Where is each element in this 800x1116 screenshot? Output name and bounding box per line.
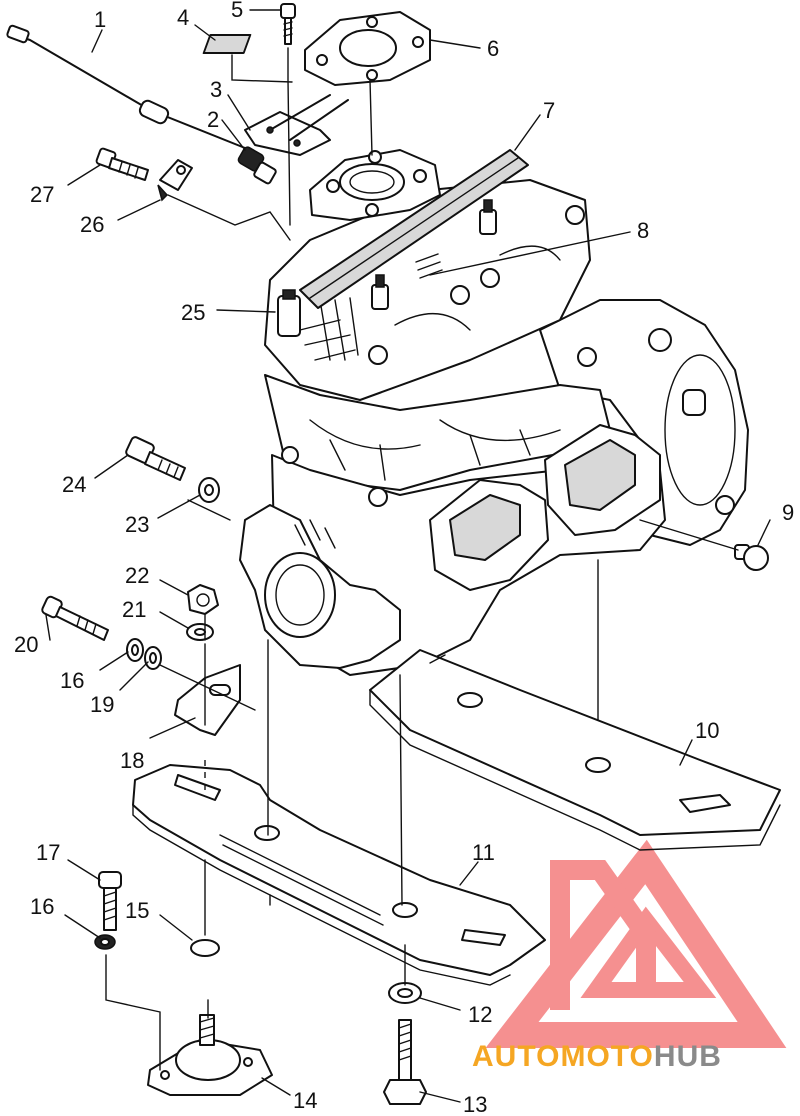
ring-terminal-icon bbox=[157, 159, 193, 202]
callout-21: 21 bbox=[122, 597, 146, 622]
callout-8: 8 bbox=[637, 218, 649, 243]
callout-17: 17 bbox=[36, 840, 60, 865]
callout-25: 25 bbox=[181, 300, 205, 325]
washer-icon bbox=[388, 982, 422, 1004]
bolt-icon bbox=[41, 595, 109, 641]
bracket-icon bbox=[174, 664, 241, 736]
screw-icon bbox=[95, 147, 149, 181]
callout-13: 13 bbox=[463, 1092, 487, 1116]
decal-icon bbox=[202, 34, 252, 54]
spark-plug-icon bbox=[371, 274, 389, 310]
engine-assembly bbox=[239, 149, 749, 676]
gasket-icon bbox=[304, 11, 431, 86]
callout-16-upper: 16 bbox=[60, 668, 84, 693]
bolt-icon bbox=[383, 1019, 427, 1105]
engine-plate-11 bbox=[132, 764, 546, 986]
assembly-lines bbox=[105, 47, 739, 1071]
bolt-icon bbox=[98, 871, 122, 931]
callout-12: 12 bbox=[468, 1002, 492, 1027]
callout-9: 9 bbox=[782, 500, 794, 525]
callout-11: 11 bbox=[472, 840, 495, 865]
spark-plug-icon bbox=[479, 199, 497, 235]
washer-icon bbox=[198, 477, 220, 503]
callout-5: 5 bbox=[231, 0, 243, 22]
callout-16-lower: 16 bbox=[30, 894, 54, 919]
callout-19: 19 bbox=[90, 692, 114, 717]
callout-20: 20 bbox=[14, 632, 38, 657]
callout-4: 4 bbox=[177, 5, 189, 30]
callout-6: 6 bbox=[487, 36, 499, 61]
engine-plate-10 bbox=[369, 649, 781, 851]
callout-2: 2 bbox=[207, 107, 219, 132]
bolt-icon bbox=[125, 436, 186, 481]
washer-icon bbox=[144, 646, 162, 670]
callouts: 1 2 3 4 5 6 7 8 9 10 11 12 13 14 15 16 1… bbox=[14, 0, 794, 1116]
callout-3: 3 bbox=[210, 77, 222, 102]
callout-10: 10 bbox=[695, 718, 719, 743]
callout-15: 15 bbox=[125, 898, 149, 923]
watermark-brand: AUTOMOTOHUB bbox=[472, 1040, 722, 1073]
nut-icon bbox=[187, 584, 219, 615]
callout-18: 18 bbox=[120, 748, 144, 773]
callout-7: 7 bbox=[543, 98, 555, 123]
watermark-logo-icon bbox=[485, 839, 787, 1048]
leader-lines bbox=[45, 9, 771, 1103]
callout-24: 24 bbox=[62, 472, 86, 497]
engine-mount-icon bbox=[147, 1014, 273, 1096]
callout-14: 14 bbox=[293, 1088, 317, 1113]
callout-1: 1 bbox=[94, 7, 106, 32]
callout-22: 22 bbox=[125, 563, 149, 588]
bolt-icon bbox=[280, 3, 296, 45]
watermark-brand-text: AUTOMOTOHUB bbox=[472, 1040, 722, 1073]
washer-icon bbox=[190, 939, 220, 957]
fitting-icon bbox=[237, 146, 277, 185]
plug-icon bbox=[734, 544, 769, 571]
bracket-icon bbox=[244, 94, 349, 156]
lock-washer-icon bbox=[126, 638, 144, 662]
callout-26: 26 bbox=[80, 212, 104, 237]
washer-icon bbox=[186, 623, 214, 641]
callout-23: 23 bbox=[125, 512, 149, 537]
callout-27: 27 bbox=[30, 182, 54, 207]
